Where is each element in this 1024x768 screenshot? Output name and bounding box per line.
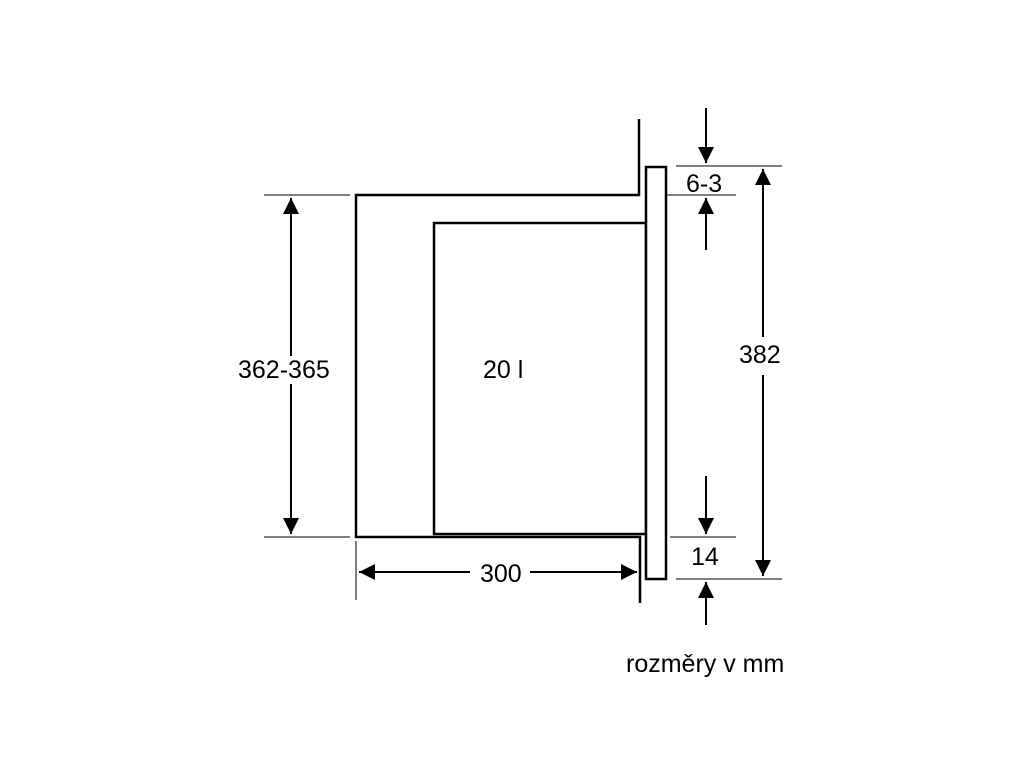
height-dimension-label: 362-365 [236, 356, 332, 384]
niche-outline [354, 119, 642, 603]
top-gap-dimension-label: 6-3 [686, 170, 723, 198]
volume-label: 20 l [483, 356, 524, 384]
front-height-dimension-label: 382 [737, 341, 783, 369]
front-panel [644, 165, 668, 581]
units-note: rozměry v mm [626, 650, 785, 678]
extension-lines [264, 165, 782, 600]
appliance-body [432, 221, 648, 536]
bottom-gap-dimension-label: 14 [691, 543, 719, 571]
dimension-lines [283, 108, 771, 625]
depth-dimension-label: 300 [476, 560, 526, 588]
